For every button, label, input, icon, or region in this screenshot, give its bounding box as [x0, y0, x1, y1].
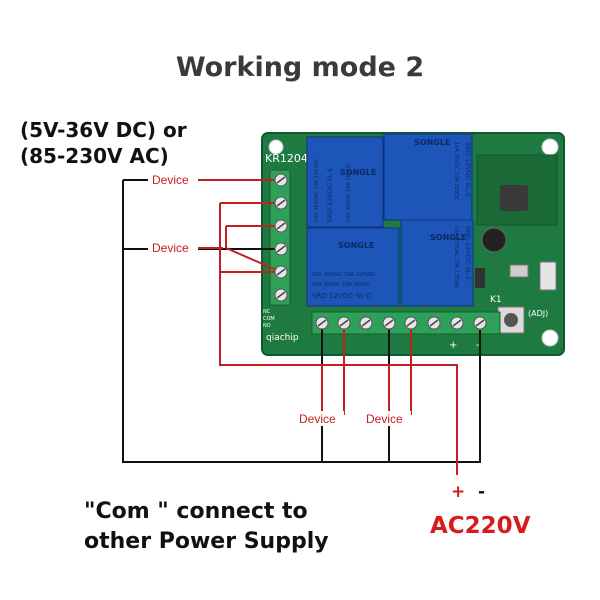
common-wire — [122, 180, 481, 463]
terminal-plus-label: + — [449, 340, 457, 351]
positive-wire — [219, 203, 458, 475]
terminal-minus-label: - — [476, 340, 480, 351]
relay-3: SONGLE 10A 250VAC 10A 125VAC 10A 30VDC 1… — [306, 227, 400, 307]
screw-slot — [276, 268, 286, 276]
device-label: Device — [366, 412, 403, 426]
crystal — [509, 264, 529, 278]
device-wire — [225, 247, 282, 273]
supply-range: (5V-36V DC) or (85-230V AC) — [20, 117, 187, 169]
screw-slot — [339, 319, 349, 327]
polarity-minus: - — [478, 482, 486, 502]
nc-label: NC — [263, 309, 271, 315]
jumper — [539, 261, 557, 291]
com-note-line-1: "Com " connect to — [84, 499, 308, 524]
device-label: Device — [152, 173, 189, 187]
relay-rating: 10A 250VAC 10A 125VAC — [312, 272, 376, 278]
ac-supply-label: AC220V — [430, 513, 531, 539]
inductor-coil — [500, 185, 528, 211]
relay-brand: SONGLE — [430, 233, 466, 242]
device-label-group: Device Device Device Device — [148, 172, 411, 426]
relay-model: SRD-12VDC-SL-C — [312, 292, 371, 300]
k1-button-cap — [504, 313, 518, 327]
screw-slot — [317, 319, 327, 327]
screw-terminals — [274, 173, 487, 330]
com-note-line-2: other Power Supply — [84, 529, 329, 554]
device-label: Device — [152, 241, 189, 255]
screw-slot — [276, 222, 286, 230]
supply-range-dc: (5V-36V DC) or — [20, 118, 187, 142]
mount-hole — [268, 139, 284, 155]
relay-model: SRD-12VDC-SL-C — [464, 226, 472, 282]
screw-slot — [429, 319, 439, 327]
supply-range-ac: (85-230V AC) — [20, 144, 169, 168]
relay-rating: 10A 30VDC 10A 28VDC — [346, 163, 352, 222]
diode — [475, 268, 485, 288]
relay-rating: 10A 250VAC 10A 125VAC — [314, 158, 320, 222]
brand-mark: qiachip — [266, 333, 299, 343]
device-label: Device — [299, 412, 336, 426]
relay-model: SRD-12VDC-SL-C — [464, 142, 472, 198]
relay-board: KR1204 SONGLE SRD-12VDC-SL-C 10A 250VAC … — [261, 132, 565, 356]
com-note: "Com " connect to other Power Supply — [84, 497, 329, 557]
screw-slot — [276, 291, 286, 299]
adj-label: (ADJ) — [528, 309, 548, 318]
left-terminal-block — [269, 169, 291, 306]
relay-brand: SONGLE — [338, 241, 374, 250]
screw-slot — [475, 319, 485, 327]
screw-slot — [361, 319, 371, 327]
relay-1: SONGLE SRD-12VDC-SL-C 10A 250VAC 10A 125… — [306, 136, 384, 228]
screw-slot — [384, 319, 394, 327]
relay-4: SONGLE SRD-12VDC-SL-C 10A 250VAC 10A 125… — [400, 219, 474, 307]
k1-label: K1 — [490, 295, 502, 305]
relay-brand: SONGLE — [414, 138, 450, 147]
no-label: NO — [263, 323, 271, 329]
screw-slot — [452, 319, 462, 327]
mount-hole — [541, 138, 559, 156]
relay-brand: SONGLE — [340, 168, 376, 177]
relay-rating: 10A 30VDC 10A 28VDC — [312, 282, 371, 288]
screw-slot — [276, 199, 286, 207]
screw-slot — [276, 176, 286, 184]
board-model: KR1204 — [265, 152, 308, 165]
relay-rating: 10A 30VDC 10A 28VDC — [453, 142, 459, 201]
relay-2: SONGLE SRD-12VDC-SL-C 10A 30VDC 10A 28VD… — [383, 133, 473, 221]
com-label: COM — [263, 316, 275, 322]
mount-hole — [541, 329, 559, 347]
relay-model: SRD-12VDC-SL-C — [326, 166, 334, 222]
screw-slot — [276, 245, 286, 253]
relay-rating: 10A 250VAC 10A 125VAC — [453, 226, 459, 290]
capacitor — [481, 227, 507, 253]
polarity-plus: + — [451, 482, 466, 502]
diagram-title: Working mode 2 — [175, 52, 425, 83]
screw-slot — [406, 319, 416, 327]
